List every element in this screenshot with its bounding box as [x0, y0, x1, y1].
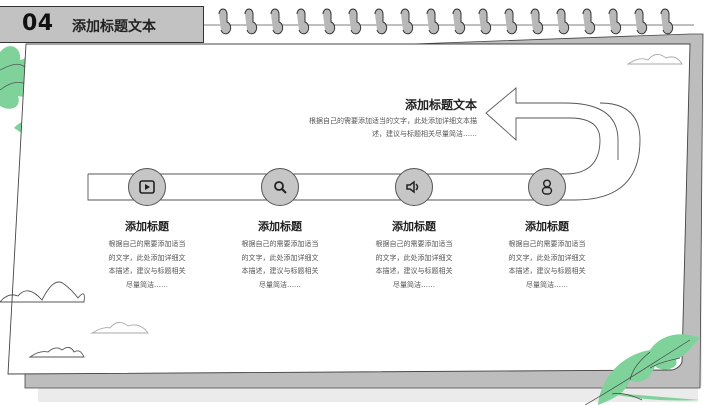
speaker-icon — [406, 180, 419, 194]
step-3-circle — [395, 168, 433, 206]
leaf-right — [584, 334, 700, 405]
step-2: 添加标题 根据自己的需要添加适当的文字，此处添加详细文本描述，建议与标题相关尽量… — [230, 218, 330, 292]
search-icon — [274, 181, 287, 194]
section-number: 04 — [22, 11, 54, 36]
clouds — [90, 54, 683, 334]
step-3: 添加标题 根据自己的需要添加适当的文字，此处添加详细文本描述，建议与标题相关尽量… — [364, 218, 464, 292]
step-4: 添加标题 根据自己的需要添加适当的文字，此处添加详细文本描述，建议与标题相关尽量… — [497, 218, 597, 292]
step-1: 添加标题 根据自己的需要添加适当的文字，此处添加详细文本描述，建议与标题相关尽量… — [97, 218, 197, 292]
step-4-title: 添加标题 — [525, 220, 569, 233]
step-3-description: 根据自己的需要添加适当的文字，此处添加详细文本描述，建议与标题相关尽量简洁…… — [375, 240, 453, 289]
step-4-description: 根据自己的需要添加适当的文字，此处添加详细文本描述，建议与标题相关尽量简洁…… — [508, 240, 586, 289]
step-3-title: 添加标题 — [392, 220, 436, 233]
step-2-description: 根据自己的需要添加适当的文字，此处添加详细文本描述，建议与标题相关尽量简洁…… — [241, 240, 319, 289]
step-1-title: 添加标题 — [125, 220, 169, 233]
step-4-circle — [528, 168, 566, 206]
flow-path — [87, 87, 641, 201]
section-header: 04 添加标题文本 — [0, 6, 204, 43]
section-title: 添加标题文本 — [72, 19, 156, 35]
callout-description: 根据自己的需要添加适当的文字，此处添加详细文本描述，建议与标题相关尽量简洁…… — [309, 117, 477, 138]
step-1-circle — [128, 168, 166, 206]
step-2-title: 添加标题 — [258, 220, 302, 233]
user-icon — [541, 179, 553, 195]
step-2-circle — [261, 168, 299, 206]
play-icon — [139, 180, 155, 194]
step-1-description: 根据自己的需要添加适当的文字，此处添加详细文本描述，建议与标题相关尽量简洁…… — [108, 240, 186, 289]
callout-title: 添加标题文本 — [404, 98, 477, 112]
